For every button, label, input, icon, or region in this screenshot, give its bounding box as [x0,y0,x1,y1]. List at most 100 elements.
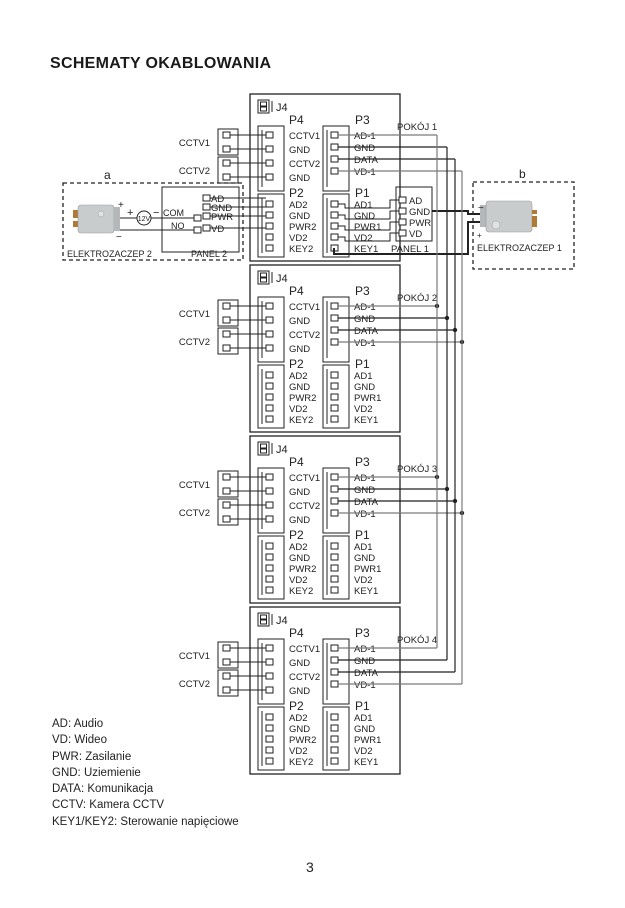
pin-terminal [330,131,339,139]
pin-terminal [193,214,202,222]
p2-housing [257,364,285,429]
pin-terminal [265,586,274,594]
p3-pin-label: VD-1 [354,680,376,691]
pin-terminal [330,143,339,151]
pin-terminal [222,658,231,666]
page-number: 3 [306,859,314,875]
pin-terminal [202,212,211,220]
j4-pin [260,277,267,283]
p2-label: P2 [289,699,304,713]
p2-pin-label: GND [289,724,310,735]
cctv-connector [217,470,239,498]
p4-label: P4 [289,626,304,640]
pin-terminal [222,501,231,509]
section-a-frame [62,182,244,261]
p2-pin-label: KEY2 [289,586,313,597]
p3-pin-label: GND [354,314,375,325]
pin-terminal [222,302,231,310]
pin-terminal [330,724,339,732]
intercom-unit-4: J4P4CCTV1GNDCCTV2GNDP3AD-1GNDDATAVD-1P2A… [179,606,437,775]
p4-pin-label: CCTV1 [289,644,320,655]
p2-pin-label: PWR2 [289,564,316,575]
pin-terminal [398,229,407,237]
p2-pin-label: PWR2 [289,222,316,233]
pin-terminal [265,564,274,572]
p3-pin-label: AD-1 [354,131,376,142]
pin-terminal [265,145,274,153]
pin-terminal [265,757,274,765]
cctv-connector [217,299,239,327]
p4-label: P4 [289,455,304,469]
p1-pin-label: GND [354,724,375,735]
pin-terminal [330,735,339,743]
pin-terminal [222,131,231,139]
pin-terminal [330,415,339,423]
pin-terminal [193,226,202,234]
p1-housing [322,364,350,429]
p4-label: P4 [289,113,304,127]
p1-pin-label: KEY1 [354,244,378,255]
pin-terminal [398,207,407,215]
p4-pin-label: GND [289,515,310,526]
cctv-connector [217,498,239,526]
pin-terminal [265,515,274,523]
p2-pin-label: KEY2 [289,757,313,768]
p2-housing [257,193,285,258]
pin-terminal [265,233,274,241]
p1-label: P1 [355,357,370,371]
pin-terminal [330,668,339,676]
plus-sign: + [118,200,124,211]
p3-pin-label: DATA [354,497,379,508]
pin-terminal [265,724,274,732]
lock-side [480,205,486,227]
pin-terminal [265,735,274,743]
intercom-unit-2: J4P4CCTV1GNDCCTV2GNDP3AD-1GNDDATAVD-1P2A… [179,264,437,433]
p1-pin-label: PWR1 [354,564,381,575]
p1-label: P1 [355,699,370,713]
legend-item: VD: Wideo [52,734,107,747]
p3-pin-label: VD-1 [354,167,376,178]
panel-1-pin-label: VD [409,229,422,240]
p1-pin-label: AD1 [354,713,372,724]
p3-pin-label: DATA [354,668,379,679]
p2-pin-label: VD2 [289,233,307,244]
panel-1-wire [338,221,399,231]
p2-pin-label: AD2 [289,713,307,724]
pin-terminal [330,338,339,346]
p4-label: P4 [289,284,304,298]
pin-terminal [330,200,339,208]
pin-terminal [222,686,231,694]
j4-jumper [257,270,270,285]
lock-side [114,207,120,231]
panel-1-label: PANEL 1 [391,244,429,255]
p3-pin-label: AD-1 [354,644,376,655]
p2-label: P2 [289,186,304,200]
cctv-connector [217,669,239,697]
p4-pin-label: GND [289,173,310,184]
pin-terminal [222,344,231,352]
p1-label: P1 [355,186,370,200]
p2-pin-label: PWR2 [289,735,316,746]
panel-2-pin-label: GND [211,203,232,214]
panel-2-box [161,186,240,253]
page-title: SCHEMATY OKABLOWANIA [50,55,272,72]
legend-item: GND: Uziemienie [52,766,141,779]
j4-jumper [257,441,270,456]
p1-pin-label: VD2 [354,746,372,757]
panel-2-pin-label: PWR [211,212,233,223]
bus-wiring [338,134,465,685]
j4-label: J4 [276,444,288,456]
p1-pin-label: VD2 [354,575,372,586]
lock-1-wire-gnd [432,210,480,215]
cctv-label: CCTV2 [179,679,210,690]
pin-terminal [265,316,274,324]
intercom-unit-1: J4P4CCTV1GNDCCTV2GNDP3AD-1GNDDATAVD-1P2A… [179,93,437,262]
j4-pin [260,272,267,278]
pin-terminal [265,415,274,423]
pin-terminal [265,131,274,139]
pin-terminal [265,553,274,561]
